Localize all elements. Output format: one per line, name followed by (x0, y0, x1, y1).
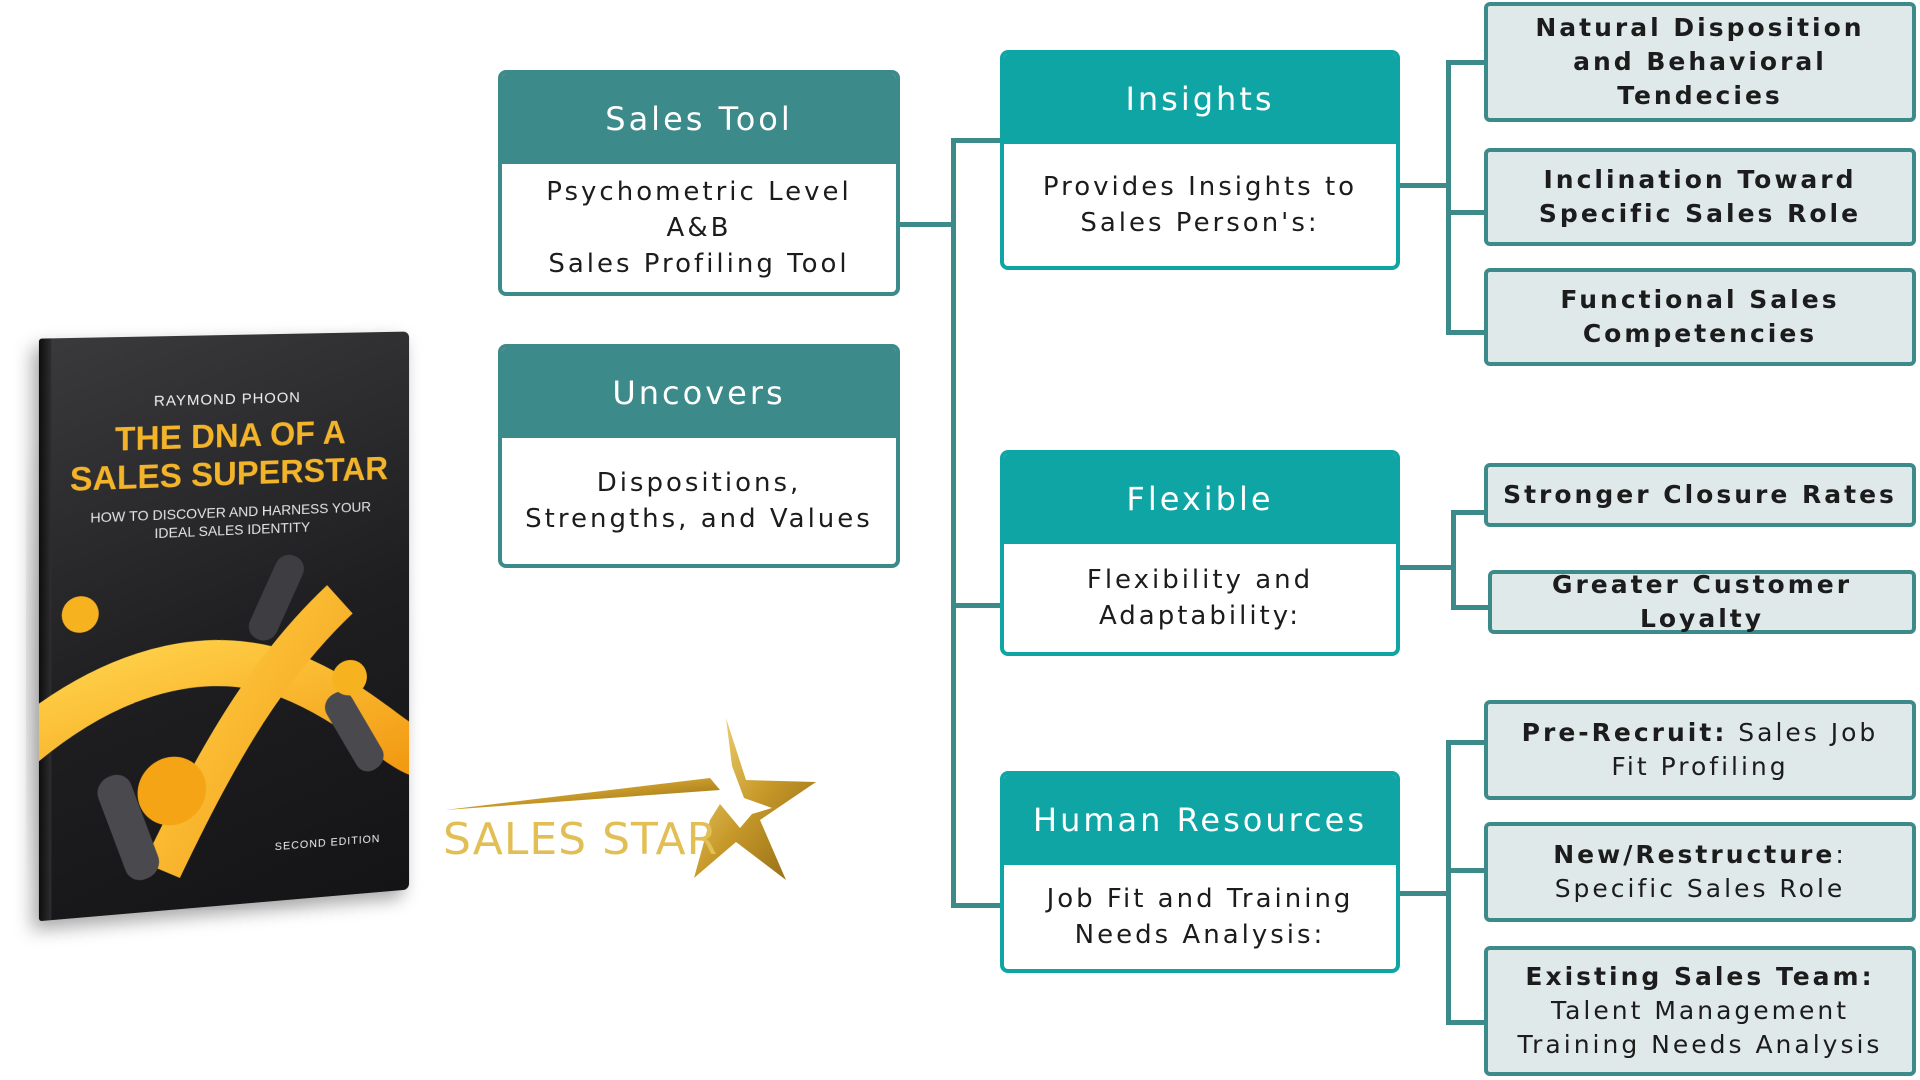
card-title: Flexible (1004, 454, 1396, 544)
connector (1446, 60, 1451, 335)
connector (1446, 740, 1486, 745)
outcome-text: Pre-Recruit: Sales Job Fit Profiling (1500, 716, 1900, 784)
card-title: Insights (1004, 54, 1396, 144)
outcome-natural-disposition: Natural Disposition and Behavioral Tende… (1484, 2, 1916, 122)
card-human-resources: Human Resources Job Fit and Training Nee… (1000, 771, 1400, 973)
outcome-closure-rates: Stronger Closure Rates (1484, 463, 1916, 527)
connector (1398, 565, 1453, 570)
outcome-label: Existing Sales Team: (1525, 962, 1875, 991)
outcome-functional-competencies: Functional Sales Competencies (1484, 268, 1916, 366)
outcome-label: Functional Sales Competencies (1560, 285, 1840, 348)
outcome-detail: : Specific Sales Role (1554, 840, 1847, 903)
connector (1451, 510, 1487, 515)
sales-star-logo (445, 718, 816, 880)
outcome-existing-team: Existing Sales Team: Talent Management T… (1484, 946, 1916, 1076)
connector (951, 138, 956, 908)
card-body: Job Fit and Training Needs Analysis: (1046, 884, 1354, 950)
book-cover: RAYMOND PHOON THE DNA OF A SALES SUPERST… (38, 331, 410, 922)
card-body: Provides Insights to Sales Person's: (1042, 172, 1358, 238)
card-uncovers: Uncovers Dispositions, Strengths, and Va… (498, 344, 900, 568)
card-insights: Insights Provides Insights to Sales Pers… (1000, 50, 1400, 270)
card-flexible: Flexible Flexibility and Adaptability: (1000, 450, 1400, 656)
outcome-label: Stronger Closure Rates (1503, 480, 1897, 509)
connector (951, 903, 1001, 908)
card-body: Flexibility and Adaptability: (1086, 565, 1314, 631)
outcome-text: Existing Sales Team: Talent Management T… (1518, 960, 1883, 1062)
outcome-label: Pre-Recruit: (1521, 718, 1728, 747)
outcome-label: Greater Customer Loyalty (1551, 570, 1853, 633)
card-body: Psychometric Level A&B Sales Profiling T… (546, 177, 852, 279)
connector (1446, 868, 1486, 873)
outcome-new-restructure: New/Restructure: Specific Sales Role (1484, 822, 1916, 922)
outcome-label: Natural Disposition and Behavioral Tende… (1535, 13, 1865, 110)
card-body: Dispositions, Strengths, and Values (525, 468, 873, 534)
connector (951, 603, 1001, 608)
dna-helix-illustration (39, 527, 409, 921)
card-title: Uncovers (502, 348, 896, 438)
outcome-detail: Talent Management Training Needs Analysi… (1517, 996, 1883, 1059)
connector (1451, 605, 1491, 610)
outcome-customer-loyalty: Greater Customer Loyalty (1488, 570, 1916, 634)
connector (1451, 510, 1456, 610)
connector (1398, 183, 1448, 188)
card-title: Sales Tool (502, 74, 896, 164)
connector (1446, 330, 1486, 335)
connector (951, 138, 1001, 143)
connector (1398, 891, 1448, 896)
outcome-label: Inclination Toward Specific Sales Role (1538, 165, 1862, 228)
sales-star-wordmark: SALES STAR (443, 814, 719, 865)
connector (1446, 740, 1451, 1025)
outcome-label: New/Restructure (1553, 840, 1836, 869)
connector (1446, 1020, 1486, 1025)
book-author: RAYMOND PHOON (153, 389, 301, 411)
connector (1446, 210, 1486, 215)
card-title: Human Resources (1004, 775, 1396, 865)
card-sales-tool: Sales Tool Psychometric Level A&B Sales … (498, 70, 900, 296)
outcome-pre-recruit: Pre-Recruit: Sales Job Fit Profiling (1484, 700, 1916, 800)
connector (1446, 60, 1486, 65)
outcome-detail: Sales Job Fit Profiling (1611, 718, 1879, 781)
connector (898, 222, 954, 227)
outcome-text: New/Restructure: Specific Sales Role (1553, 838, 1847, 906)
outcome-inclination: Inclination Toward Specific Sales Role (1484, 148, 1916, 246)
book-title: THE DNA OF A SALES SUPERSTAR (69, 413, 389, 498)
